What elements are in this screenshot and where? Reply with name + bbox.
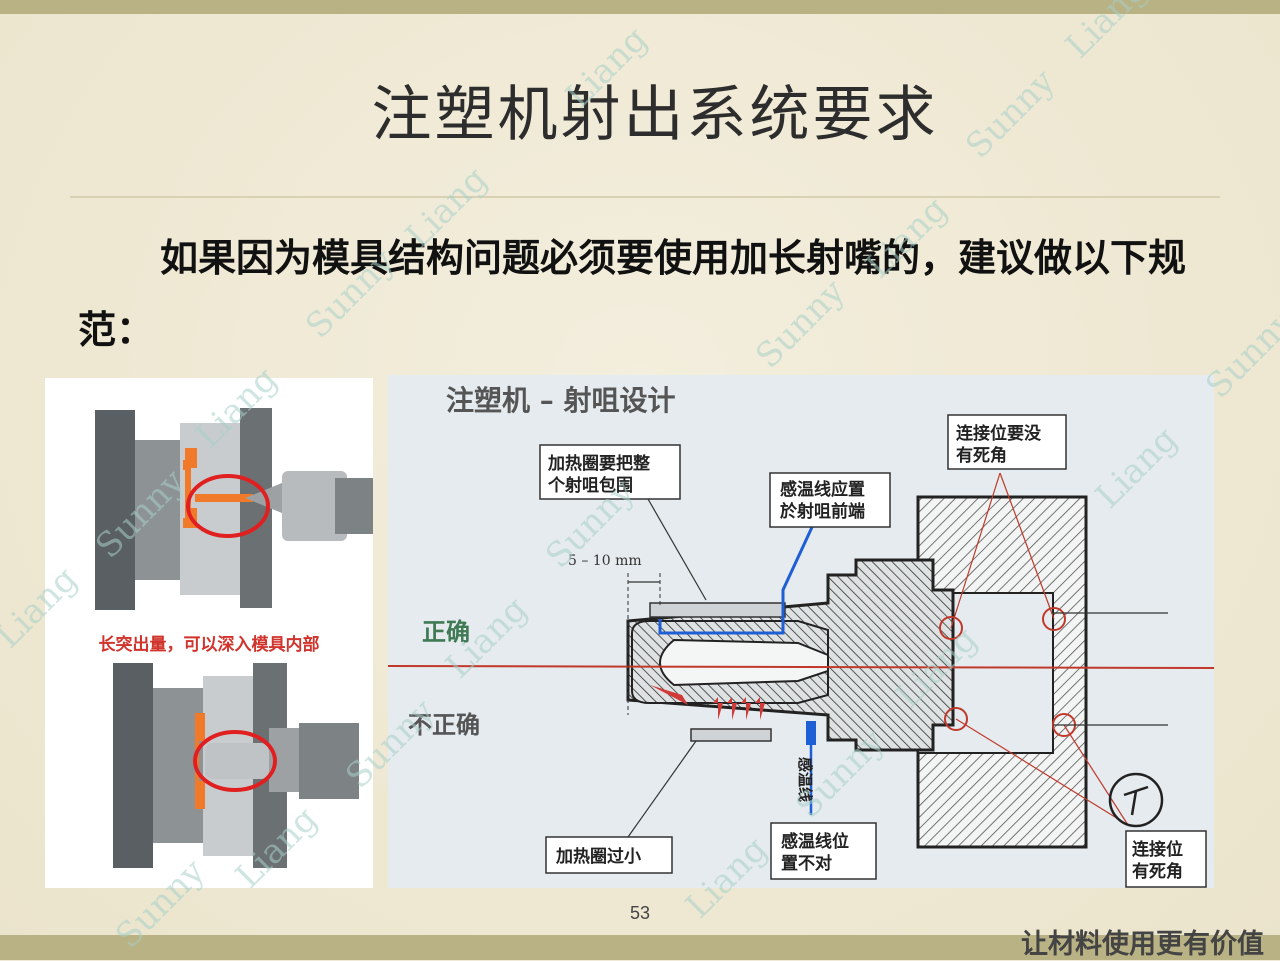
bottom-band bbox=[0, 935, 1280, 960]
dimension-marker: 5 – 10 mm bbox=[568, 553, 661, 715]
footer-slogan: 让材料使用更有价值 bbox=[1021, 929, 1264, 960]
callout-sensor-wrong: 感温线位 置不对 bbox=[770, 822, 877, 880]
label-correct: 正确 bbox=[422, 617, 470, 646]
svg-text:於射咀前端: 於射咀前端 bbox=[780, 501, 865, 522]
callout-heater-full: 加热圈要把整 个射咀包围 bbox=[539, 444, 707, 601]
nozzle-body bbox=[626, 524, 955, 815]
sensor-wire-label: 感温线 bbox=[796, 757, 814, 802]
nozzle-diagram-title: 注塑机 – 射咀设计 bbox=[446, 384, 676, 417]
lower-mold-illustration bbox=[113, 663, 359, 868]
callout-joint-bottom: 连接位 有死角 bbox=[1125, 830, 1207, 888]
svg-text:感温线应置: 感温线应置 bbox=[780, 479, 865, 500]
svg-text:个射咀包围: 个射咀包围 bbox=[547, 475, 633, 496]
left-figure-caption: 长突出量，可以深入模具内部 bbox=[99, 634, 320, 655]
svg-text:有死角: 有死角 bbox=[956, 445, 1007, 466]
svg-text:感温线位: 感温线位 bbox=[781, 831, 849, 852]
joint-leader-lines bbox=[950, 472, 1129, 826]
title-divider bbox=[70, 196, 1220, 198]
callout-sensor-front: 感温线应置 於射咀前端 bbox=[769, 472, 891, 528]
label-incorrect: 不正确 bbox=[408, 710, 480, 739]
svg-text:加热圈要把整: 加热圈要把整 bbox=[547, 453, 650, 474]
callout-heater-small: 加热圈过小 bbox=[545, 740, 697, 874]
svg-text:加热圈过小: 加热圈过小 bbox=[555, 846, 641, 867]
mold-nozzle-figure: 长突出量，可以深入模具内部 bbox=[45, 378, 373, 888]
svg-text:有死角: 有死角 bbox=[1132, 861, 1183, 882]
page-number: 53 bbox=[629, 903, 651, 923]
callout-joint-top: 连接位要没 有死角 bbox=[947, 414, 1067, 470]
body-paragraph: 如果因为模具结构问题必须要使用加长射嘴的，建议做以下规范： bbox=[78, 235, 1187, 352]
center-line bbox=[387, 665, 1215, 669]
slide-title: 注塑机射出系统要求 bbox=[371, 80, 939, 150]
hand-drawn-mark bbox=[1108, 772, 1164, 828]
top-band bbox=[0, 0, 1280, 14]
nozzle-design-diagram: 注塑机 – 射咀设计 bbox=[387, 375, 1215, 888]
svg-text:置不对: 置不对 bbox=[781, 853, 832, 874]
dimension-label: 5 – 10 mm bbox=[568, 553, 642, 569]
svg-text:连接位要没: 连接位要没 bbox=[956, 423, 1042, 444]
svg-text:连接位: 连接位 bbox=[1132, 839, 1183, 860]
upper-mold-illustration bbox=[95, 408, 373, 610]
